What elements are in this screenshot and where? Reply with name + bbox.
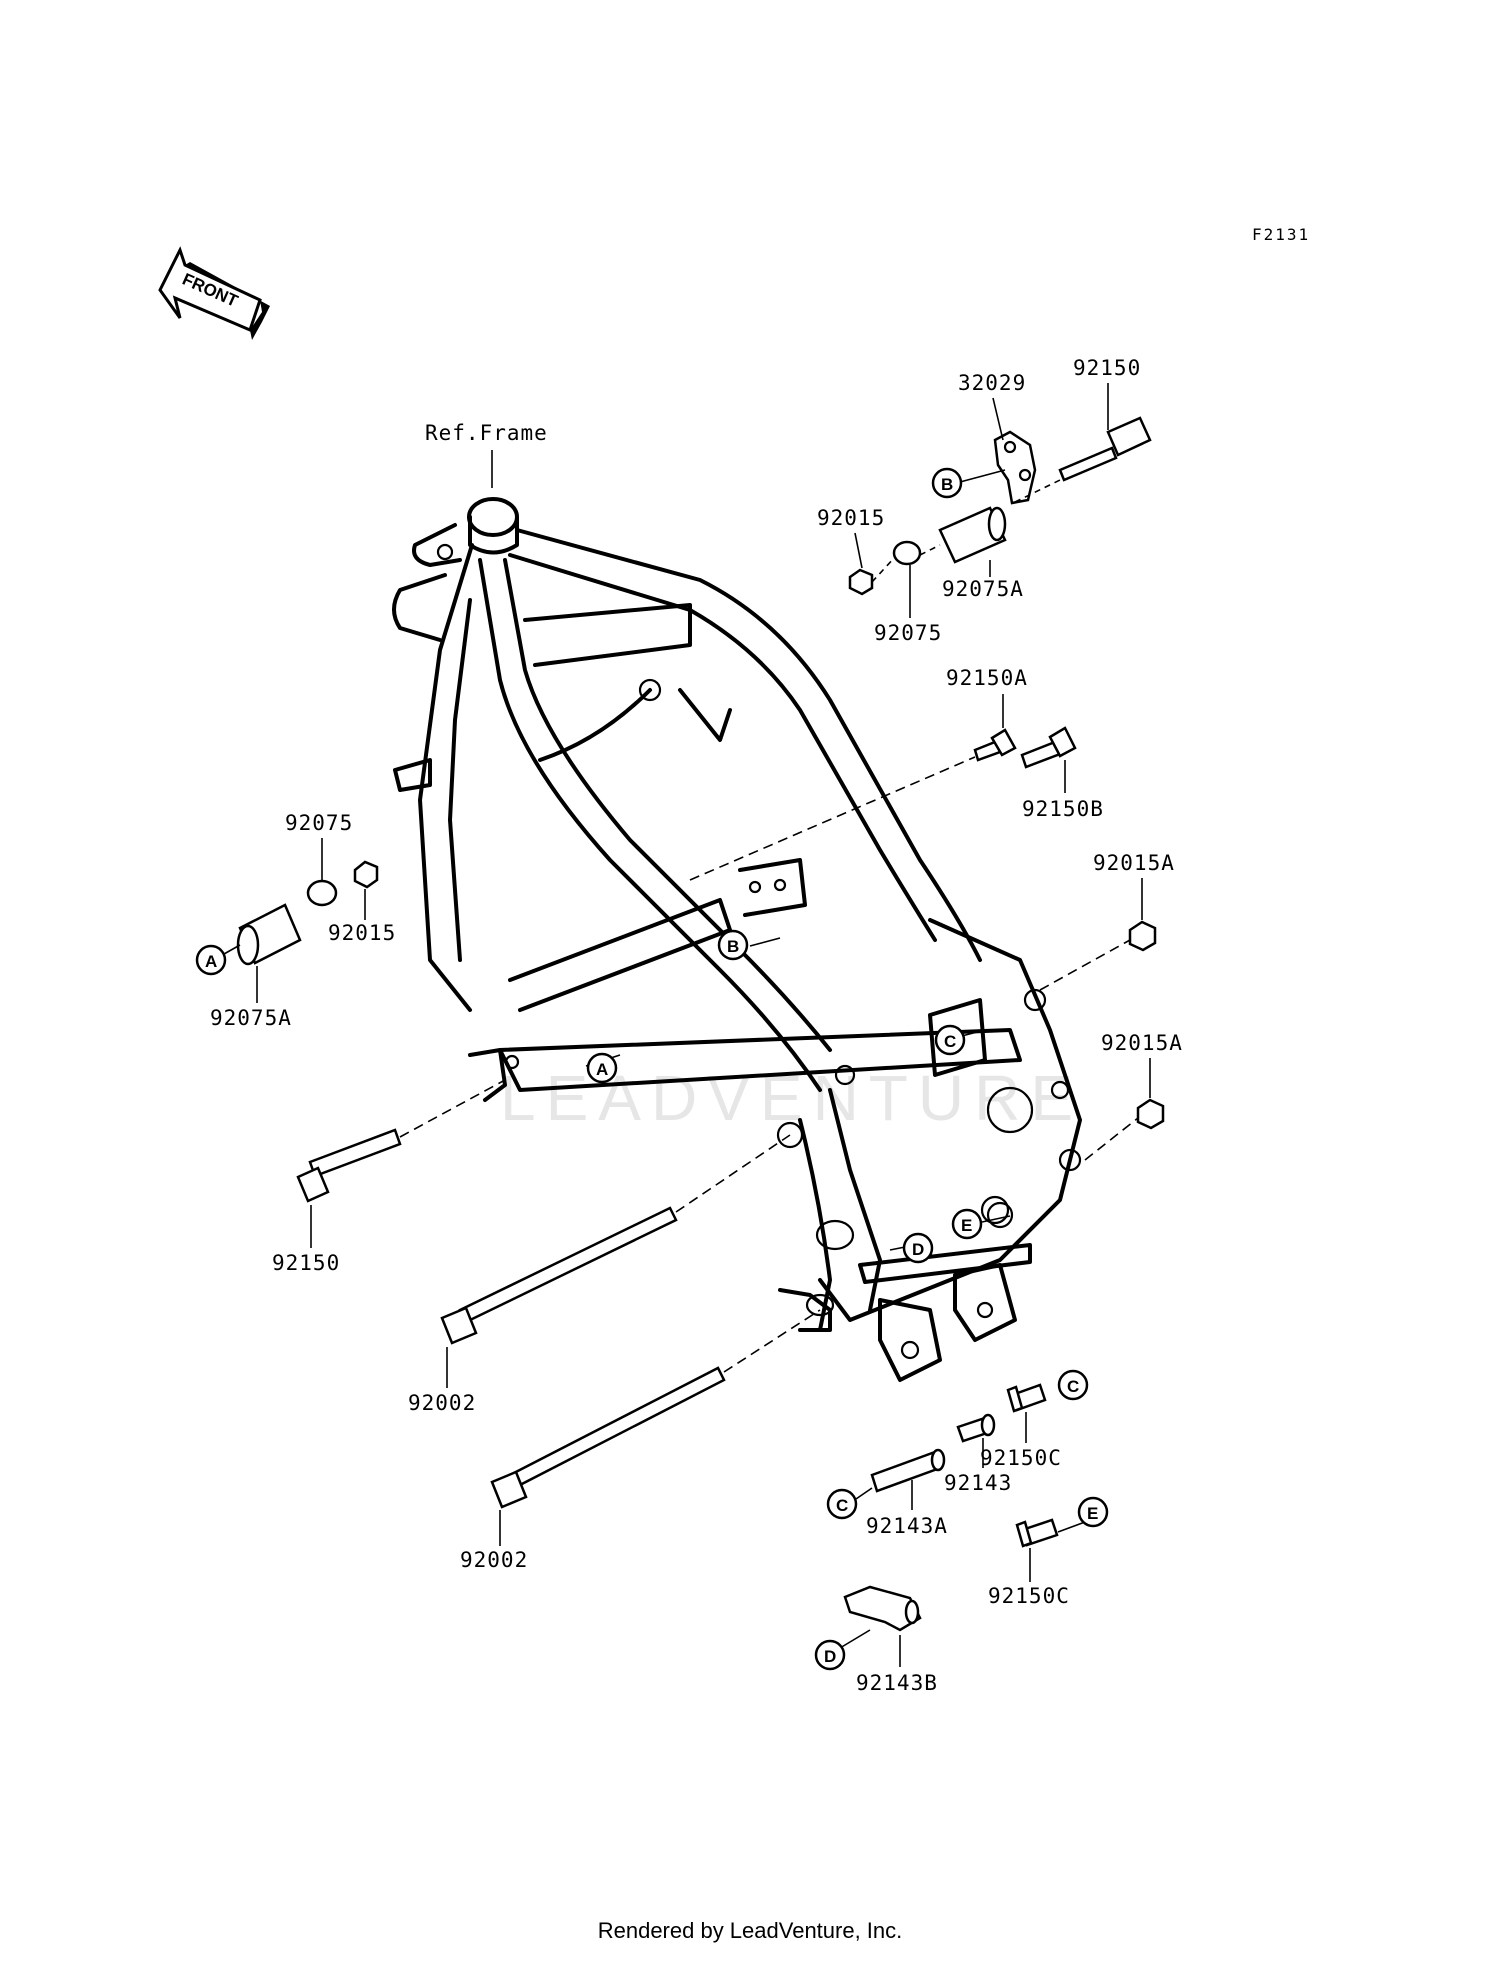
- part-label-92150C-upper[interactable]: 92150C: [980, 1446, 1062, 1470]
- svg-text:B: B: [941, 475, 953, 494]
- footer-credit: Rendered by LeadVenture, Inc.: [597, 1918, 903, 1943]
- part-label-92143[interactable]: 92143: [944, 1471, 1012, 1495]
- part-label-92015A-lower[interactable]: 92015A: [1101, 1031, 1183, 1055]
- bolt-92150C-upper-icon: [1006, 1383, 1047, 1413]
- diagram-code: F2131: [1252, 225, 1310, 244]
- bushing-92075A-left-icon: [236, 903, 302, 966]
- part-label-92150-left[interactable]: 92150: [272, 1251, 340, 1275]
- leader-lines: [223, 383, 1151, 1667]
- washer-92075-left-icon: [306, 879, 338, 907]
- part-label-92075A-top[interactable]: 92075A: [942, 577, 1024, 601]
- part-label-92143B[interactable]: 92143B: [856, 1671, 938, 1695]
- bolt-92002-upper-icon: [440, 1206, 678, 1345]
- bolt-92150B-icon: [1020, 726, 1077, 769]
- svg-text:C: C: [1067, 1377, 1079, 1396]
- nut-92015A-lower-icon: [1136, 1098, 1165, 1130]
- svg-text:C: C: [836, 1496, 848, 1515]
- callout-A-left: A: [195, 944, 227, 976]
- bushing-92075A-top-icon: [938, 506, 1007, 564]
- part-label-92143A[interactable]: 92143A: [866, 1514, 948, 1538]
- callout-C-frame: C: [934, 1024, 966, 1056]
- front-arrow-icon: FRONT: [158, 246, 270, 340]
- svg-text:D: D: [912, 1240, 924, 1259]
- callout-B-top: B: [931, 467, 963, 499]
- bolt-92002-lower-icon: [490, 1366, 726, 1509]
- bracket-32029-icon: [993, 430, 1037, 505]
- part-label-92075-left[interactable]: 92075: [285, 811, 353, 835]
- collar-92143A-icon: [870, 1448, 946, 1493]
- nut-92015-left-icon: [353, 860, 379, 889]
- nut-92015A-upper-icon: [1128, 920, 1157, 952]
- collar-92143-icon: [956, 1413, 996, 1443]
- ref-frame-label: Ref.Frame: [425, 421, 548, 445]
- motorcycle-frame: [392, 497, 1082, 1382]
- part-label-92150A[interactable]: 92150A: [946, 666, 1028, 690]
- callout-D-lower: D: [814, 1639, 846, 1671]
- bolt-92150-top-icon: [1058, 416, 1152, 482]
- callout-C-lower: C: [826, 1488, 858, 1520]
- bolt-92150-left-icon: [296, 1128, 402, 1203]
- collar-92143B-icon: [843, 1585, 922, 1632]
- svg-text:E: E: [961, 1216, 972, 1235]
- callout-E-lower: E: [1077, 1496, 1109, 1528]
- part-label-92075A-left[interactable]: 92075A: [210, 1006, 292, 1030]
- callout-E-frame: E: [951, 1208, 983, 1240]
- svg-text:A: A: [596, 1060, 608, 1079]
- part-label-92075-top[interactable]: 92075: [874, 621, 942, 645]
- bolt-92150C-lower-icon: [1015, 1518, 1059, 1548]
- part-label-92002-lower[interactable]: 92002: [460, 1548, 528, 1572]
- part-label-92150-top[interactable]: 92150: [1073, 356, 1141, 380]
- part-label-92150C-lower[interactable]: 92150C: [988, 1584, 1070, 1608]
- bolt-92150A-icon: [973, 728, 1017, 762]
- part-label-92002-upper[interactable]: 92002: [408, 1391, 476, 1415]
- nut-92015-top-icon: [848, 568, 874, 596]
- washer-92075-top-icon: [892, 540, 922, 566]
- svg-text:E: E: [1087, 1504, 1098, 1523]
- callout-A-frame: A: [586, 1052, 618, 1084]
- part-label-32029[interactable]: 32029: [958, 371, 1026, 395]
- svg-text:B: B: [727, 937, 739, 956]
- callout-D-frame: D: [902, 1232, 934, 1264]
- part-label-92015A-upper[interactable]: 92015A: [1093, 851, 1175, 875]
- svg-text:A: A: [205, 952, 217, 971]
- part-label-92015-left[interactable]: 92015: [328, 921, 396, 945]
- callout-C-upper: C: [1057, 1369, 1089, 1401]
- svg-text:D: D: [824, 1647, 836, 1666]
- svg-text:C: C: [944, 1032, 956, 1051]
- part-label-92150B[interactable]: 92150B: [1022, 797, 1104, 821]
- part-label-92015-top[interactable]: 92015: [817, 506, 885, 530]
- callout-B-frame: B: [717, 929, 749, 961]
